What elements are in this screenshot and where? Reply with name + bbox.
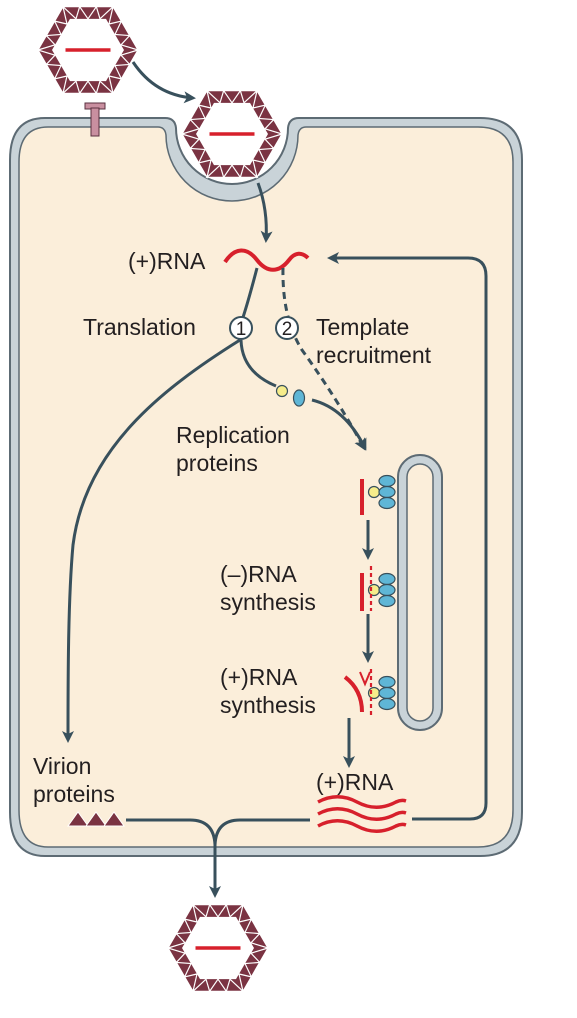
replication-proteins-label-line1: Replication <box>176 422 290 448</box>
plus-rna-label: (+)RNA <box>128 248 206 274</box>
progeny-plus-rna <box>317 795 407 833</box>
virion-protein-arrow <box>62 338 241 743</box>
replication-complex-1 <box>367 474 396 510</box>
free-yellow-protein <box>275 384 289 398</box>
receptor <box>84 102 106 137</box>
displaced-plus-strand <box>343 675 364 713</box>
free-blue-protein <box>292 389 306 407</box>
virion-protein-subunits <box>67 811 125 827</box>
plus-rna-genome <box>223 248 310 272</box>
plus-rna-synthesis-label-line1: (+)RNA <box>220 664 298 690</box>
progeny-rna-label: (+)RNA <box>316 769 394 795</box>
step-1-number: 1 <box>236 319 247 340</box>
minus-rna-synthesis-label-line2: synthesis <box>220 589 316 615</box>
replication-compartment-lumen <box>406 463 434 722</box>
cytoplasm <box>18 126 514 848</box>
replication-proteins-label-line2: proteins <box>176 450 258 476</box>
plus-rna-synthesis-label-line2: synthesis <box>220 692 316 718</box>
step-2-number: 2 <box>282 319 293 340</box>
virion-proteins-label-line1: Virion <box>33 753 91 779</box>
template-label-line2: recruitment <box>316 342 432 368</box>
virus-particle-entering <box>180 89 284 179</box>
replication-protein-path <box>239 339 277 388</box>
virus-particle-extracellular <box>36 5 140 95</box>
step-1-marker <box>229 316 253 340</box>
uncoating-arrow <box>256 182 273 243</box>
replication-complex-3 <box>367 675 396 711</box>
step-2-marker <box>275 316 299 340</box>
virus-particle-released <box>166 903 270 993</box>
template-label-line1: Template <box>316 314 409 340</box>
virion-proteins-label-line2: proteins <box>33 781 115 807</box>
translation-label: Translation <box>83 314 196 340</box>
entry-arrow <box>131 61 196 104</box>
plus-synthesis-mark <box>359 671 371 687</box>
template-recruitment-path <box>281 267 366 451</box>
assembly-path-rna <box>213 818 310 846</box>
recycle-arrow <box>327 252 488 821</box>
minus-rna-synthesis-label-line1: (–)RNA <box>220 561 297 587</box>
